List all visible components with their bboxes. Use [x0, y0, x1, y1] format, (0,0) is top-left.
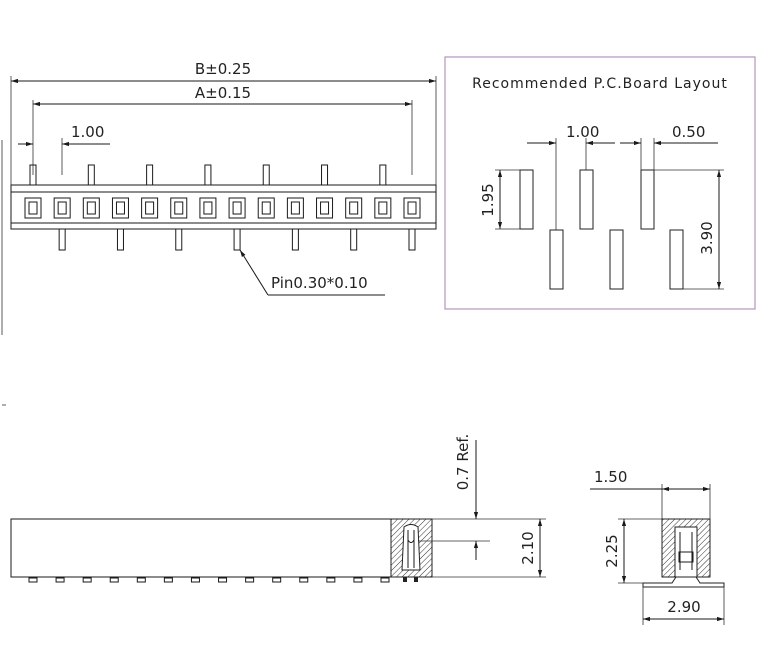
contact-cell: [374, 197, 392, 219]
pad: [519, 169, 534, 230]
contact-slot: [401, 524, 421, 571]
span-label: 3.90: [698, 221, 716, 254]
side-foot: [109, 577, 119, 583]
pin-label: Pin0.30*0.10: [271, 274, 368, 292]
pin-top: [379, 164, 387, 186]
contact-cell: [316, 197, 334, 219]
side-foot: [272, 577, 282, 583]
side-foot: [353, 577, 363, 583]
contact-opening: [57, 201, 67, 215]
contact-spring: [407, 530, 415, 568]
contact-opening: [320, 201, 330, 215]
contact-cell: [111, 197, 129, 219]
side-foot: [190, 577, 200, 583]
layout-pitch-label: 1.00: [566, 123, 599, 141]
pad: [579, 169, 594, 230]
side-foot: [82, 577, 92, 583]
end-contact-block: [678, 551, 694, 563]
pin-bottom: [58, 228, 66, 251]
side-foot: [136, 577, 146, 583]
pin-leader-diag: [239, 249, 269, 296]
ref-label: 0.7 Ref.: [454, 434, 472, 491]
layout-title: Recommended P.C.Board Layout: [472, 76, 728, 92]
contact-opening: [145, 201, 155, 215]
contact-opening: [349, 201, 359, 215]
pin-bottom: [350, 228, 358, 251]
contact-cell: [24, 197, 42, 219]
pin-bottom: [175, 228, 183, 251]
dim-a-label: A±0.15: [195, 84, 251, 102]
contact-opening: [174, 201, 184, 215]
side-foot: [55, 577, 65, 583]
contact-cell: [141, 197, 159, 219]
pin-top: [262, 164, 270, 186]
pin-top: [321, 164, 329, 186]
housing-outline: [10, 184, 437, 230]
side-foot: [28, 577, 38, 583]
contact-tail: [403, 577, 407, 582]
contact-opening: [232, 201, 242, 215]
pad: [640, 169, 655, 230]
contact-opening: [378, 201, 388, 215]
side-foot: [299, 577, 309, 583]
contact-cell: [403, 197, 421, 219]
contact-cell: [257, 197, 275, 219]
pitch-label: 1.00: [71, 123, 104, 141]
pin-bottom: [116, 228, 124, 251]
contact-opening: [261, 201, 271, 215]
pad-width-label: 0.50: [672, 123, 705, 141]
contact-cell: [53, 197, 71, 219]
pin-bottom: [233, 228, 241, 251]
pad: [549, 229, 564, 290]
side-foot: [163, 577, 173, 583]
contact-cell: [82, 197, 100, 219]
contact-opening: [115, 201, 125, 215]
contact-opening: [28, 201, 38, 215]
pin-top: [204, 164, 212, 186]
contact-opening: [407, 201, 417, 215]
contact-cell: [228, 197, 246, 219]
contact-opening: [203, 201, 213, 215]
contact-cell: [286, 197, 304, 219]
pin-top: [29, 164, 37, 186]
contact-opening: [86, 201, 96, 215]
side-foot: [326, 577, 336, 583]
contact-cell: [199, 197, 217, 219]
end-base-leads: [642, 576, 725, 588]
side-feet: [28, 577, 390, 583]
side-view: 0.7 Ref. 2.10: [10, 434, 546, 583]
end-top-label: 1.50: [594, 468, 627, 486]
layout-border: [444, 56, 756, 310]
contact-opening: [290, 201, 300, 215]
contact-cell: [170, 197, 188, 219]
pcb-layout: Recommended P.C.Board Layout 1.00 0.50 1…: [444, 56, 756, 310]
top-view: B±0.25 A±0.15 1.00 Pin0.30*0.10: [1, 60, 437, 406]
pin-bottom: [408, 228, 416, 251]
end-bottom-label: 2.90: [667, 598, 700, 616]
contact-row: [24, 164, 421, 251]
pin-top: [146, 164, 154, 186]
contact-tail: [414, 577, 418, 582]
side-foot: [380, 577, 390, 583]
side-housing: [10, 518, 392, 578]
height-label: 2.10: [519, 531, 537, 564]
pin-bottom: [291, 228, 299, 251]
pin-top: [87, 164, 95, 186]
side-foot: [218, 577, 228, 583]
dim-b-label: B±0.25: [195, 60, 251, 78]
pad: [609, 229, 624, 290]
pad: [669, 229, 684, 290]
end-height-label: 2.25: [603, 534, 621, 567]
pad-length-label: 1.95: [479, 183, 497, 216]
side-foot: [245, 577, 255, 583]
contact-cell: [345, 197, 363, 219]
end-view: 1.50 2.25 2.90: [590, 468, 725, 625]
